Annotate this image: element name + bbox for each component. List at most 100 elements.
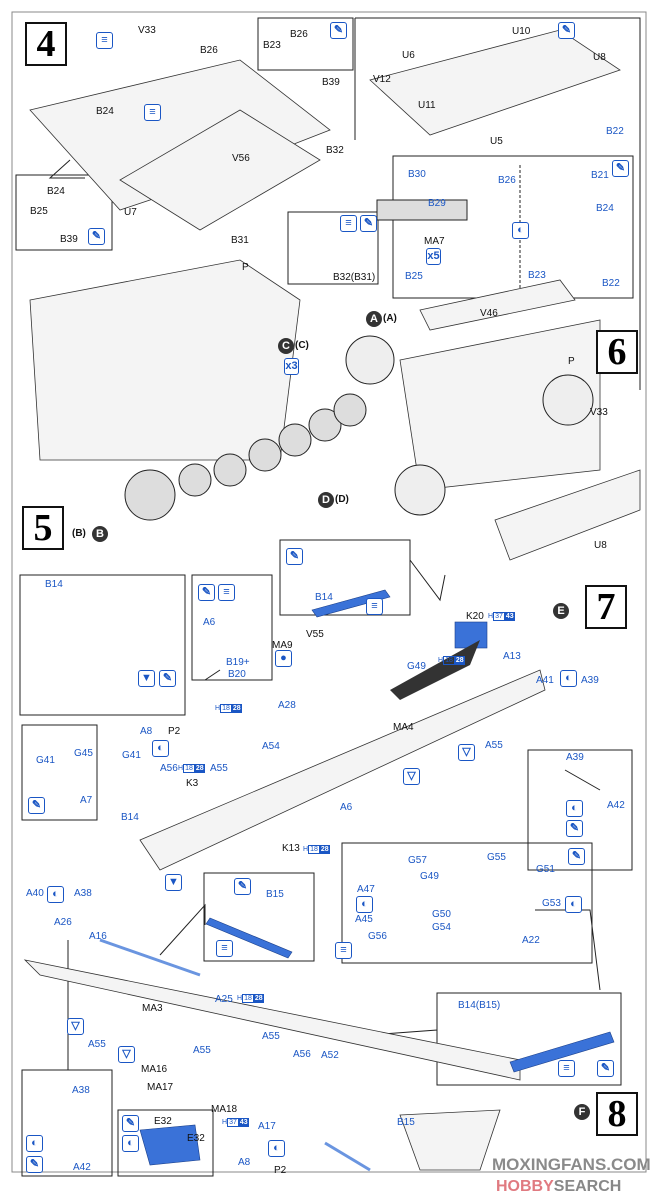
- part-label: A8: [140, 726, 153, 737]
- part-label: A56: [160, 763, 178, 774]
- part-label: G41: [36, 755, 55, 766]
- part-label: B19+: [226, 657, 250, 668]
- glue-icon: ≡: [558, 1060, 575, 1077]
- part-label: K20: [466, 611, 484, 622]
- part-label: U5: [490, 136, 503, 147]
- wheel-marker: (B): [72, 528, 86, 539]
- marker-e: E: [553, 603, 569, 619]
- part-label: G54: [432, 922, 451, 933]
- paint-icon: ✎: [568, 848, 585, 865]
- part-label: B25: [405, 271, 423, 282]
- part-label: A38: [74, 888, 92, 899]
- paint-icon: ✎: [122, 1115, 139, 1132]
- part-label: V33: [590, 407, 608, 418]
- part-label: V33: [138, 25, 156, 36]
- turn-over-icon: ◐: [565, 896, 582, 913]
- part-label: V55: [306, 629, 324, 640]
- part-label: A55: [88, 1039, 106, 1050]
- part-label: A47: [357, 884, 375, 895]
- part-label: G55: [487, 852, 506, 863]
- part-label: MA17: [147, 1082, 174, 1093]
- part-label: B14: [121, 812, 139, 823]
- part-label: A26: [54, 917, 72, 928]
- paint-icon: ✎: [198, 584, 215, 601]
- part-label: B24: [47, 186, 65, 197]
- part-label: B26: [200, 45, 218, 56]
- step-6-number: 6: [596, 330, 638, 374]
- part-label: A25: [215, 994, 233, 1005]
- part-label: B26: [290, 29, 308, 40]
- part-label: A6: [340, 802, 353, 813]
- part-label: A17: [258, 1121, 276, 1132]
- part-label: B21: [591, 170, 609, 181]
- part-label: B22: [602, 278, 620, 289]
- part-label: B31: [231, 235, 249, 246]
- part-label: G49: [407, 661, 426, 672]
- part-label: E32: [187, 1133, 205, 1144]
- part-label: A16: [89, 931, 107, 942]
- paint-icon: ✎: [159, 670, 176, 687]
- part-label: P2: [274, 1165, 287, 1176]
- part-label: MA3: [142, 1003, 163, 1014]
- part-label: E32: [154, 1116, 172, 1127]
- part-label: A52: [321, 1050, 339, 1061]
- part-label: MA7: [424, 236, 445, 247]
- part-label: V56: [232, 153, 250, 164]
- hole-icon: ▽: [118, 1046, 135, 1063]
- part-label: A7: [80, 795, 93, 806]
- step-7-number: 7: [585, 585, 627, 629]
- paint-icon: ✎: [566, 820, 583, 837]
- part-label: G41: [122, 750, 141, 761]
- part-label: A38: [72, 1085, 90, 1096]
- part-label: B23: [263, 40, 281, 51]
- part-label: U10: [512, 26, 531, 37]
- part-label: MA16: [141, 1064, 168, 1075]
- turn-over-icon: ◐: [122, 1135, 139, 1152]
- turn-over-icon: ◐: [512, 222, 529, 239]
- part-label: B22: [606, 126, 624, 137]
- glue-icon: ≡: [340, 215, 357, 232]
- wheel-marker: A: [366, 311, 382, 327]
- part-label: A13: [503, 651, 521, 662]
- glue-icon: ≡: [335, 942, 352, 959]
- drill-icon: ▼: [138, 670, 155, 687]
- part-label: B15: [266, 889, 284, 900]
- part-label: A45: [355, 914, 373, 925]
- glue-icon: ≡: [96, 32, 113, 49]
- paint-icon: ✎: [597, 1060, 614, 1077]
- drill-icon: ▼: [165, 874, 182, 891]
- part-label: A42: [607, 800, 625, 811]
- part-label: A22: [522, 935, 540, 946]
- part-label: B39: [60, 234, 78, 245]
- part-label: A54: [262, 741, 280, 752]
- part-label: MA9: [272, 640, 293, 651]
- part-label: K3: [186, 778, 199, 789]
- part-label: G49: [420, 871, 439, 882]
- turn-over-icon: ◐: [26, 1135, 43, 1152]
- paint-icon: ✎: [330, 22, 347, 39]
- paint-icon: ✎: [286, 548, 303, 565]
- part-label: B30: [408, 169, 426, 180]
- part-label: A55: [485, 740, 503, 751]
- turn-over-icon: ◐: [268, 1140, 285, 1157]
- paint-icon: ✎: [28, 797, 45, 814]
- part-label: K13: [282, 843, 300, 854]
- step-5-number: 5: [22, 506, 64, 550]
- part-label: G57: [408, 855, 427, 866]
- step-8-number: 8: [596, 1092, 638, 1136]
- hole-icon: ▽: [403, 768, 420, 785]
- watermark-hobbysearch: HOBBYSEARCH: [496, 1178, 622, 1195]
- part-label: V12: [373, 74, 391, 85]
- part-label: B14: [45, 579, 63, 590]
- part-label: U8: [594, 540, 607, 551]
- part-label: B24: [96, 106, 114, 117]
- part-label: P: [242, 262, 249, 273]
- step-4-number: 4: [25, 22, 67, 66]
